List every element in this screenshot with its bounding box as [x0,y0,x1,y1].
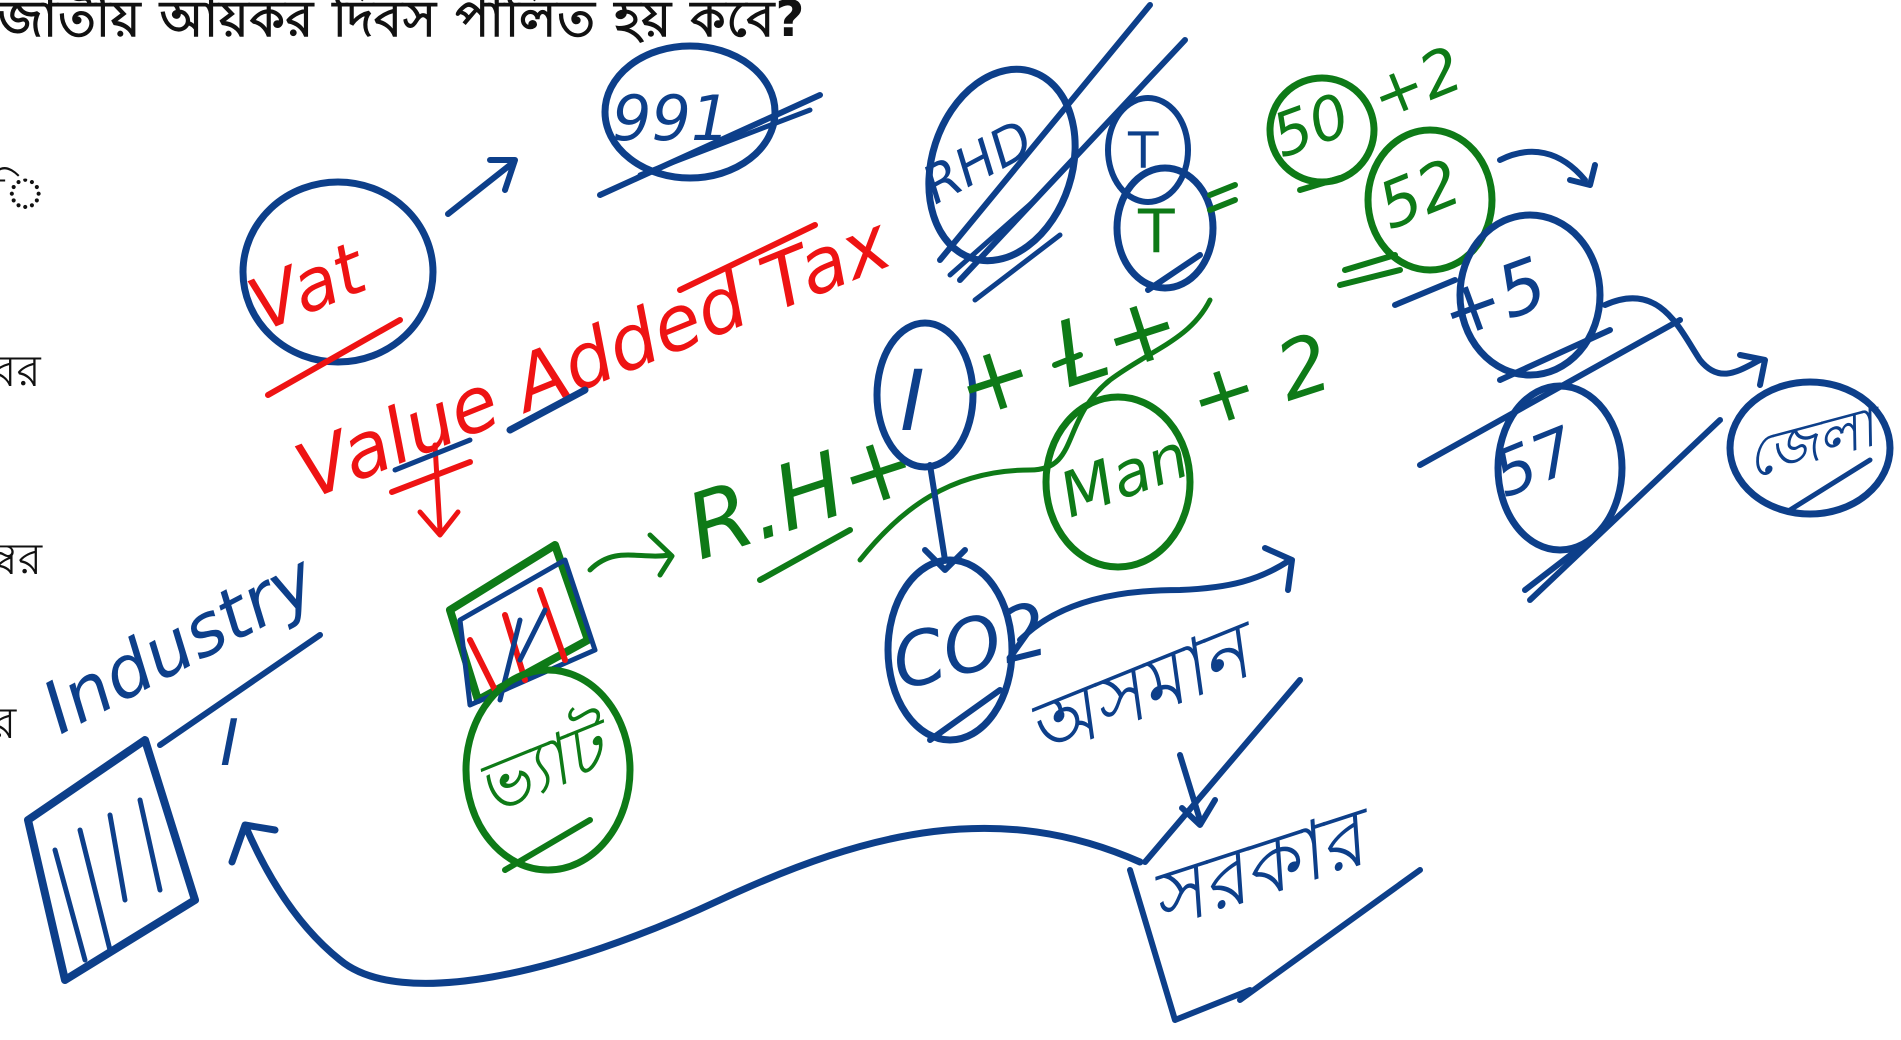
annotation-text: I [900,352,925,450]
annotation-text: Vat [237,225,380,348]
curved-arrow-icon [228,821,1144,987]
annotation-text: T [1137,197,1175,267]
annotation-50-52: 50 +2 52 [1263,32,1598,308]
annotation-text: Industry [29,536,331,750]
annotation-vat-box [446,532,675,708]
annotation-vat-bangla: ভ্যাট [462,666,634,874]
annotation-text: সরকার [1137,787,1389,948]
annotation-vat: Vat [237,178,437,398]
annotation-text: + 2 [1177,315,1342,448]
annotation-text: +5 [1429,241,1557,356]
annotation-unequal-govt: অসমান সরকার [1013,602,1423,1023]
annotation-5-57: +5 57 [1417,211,1768,603]
annotation-text: ভ্যাট [462,697,628,831]
annotation-text: I [220,707,239,781]
annotation-text: RHD [913,109,1043,216]
option-fragment-3: ম্বর [0,534,43,585]
option-fragment-1: ি [0,168,46,219]
question-text: জাতীয় আয়কর দিবস পালিত হয় কবে? [0,0,806,48]
annotation-text: 52 [1368,146,1471,245]
option-fragment-4: র [0,698,17,749]
arrow-icon [445,157,518,217]
annotation-industry: Industry I [24,536,331,984]
annotation-text: 991 [612,82,730,155]
option-fragment-2: বর [0,346,41,397]
annotation-text: +2 [1360,32,1472,134]
annotation-district: জেলা [1726,378,1894,518]
annotation-991: 991 [597,42,823,198]
annotation-t-circles: T T [1105,95,1238,293]
